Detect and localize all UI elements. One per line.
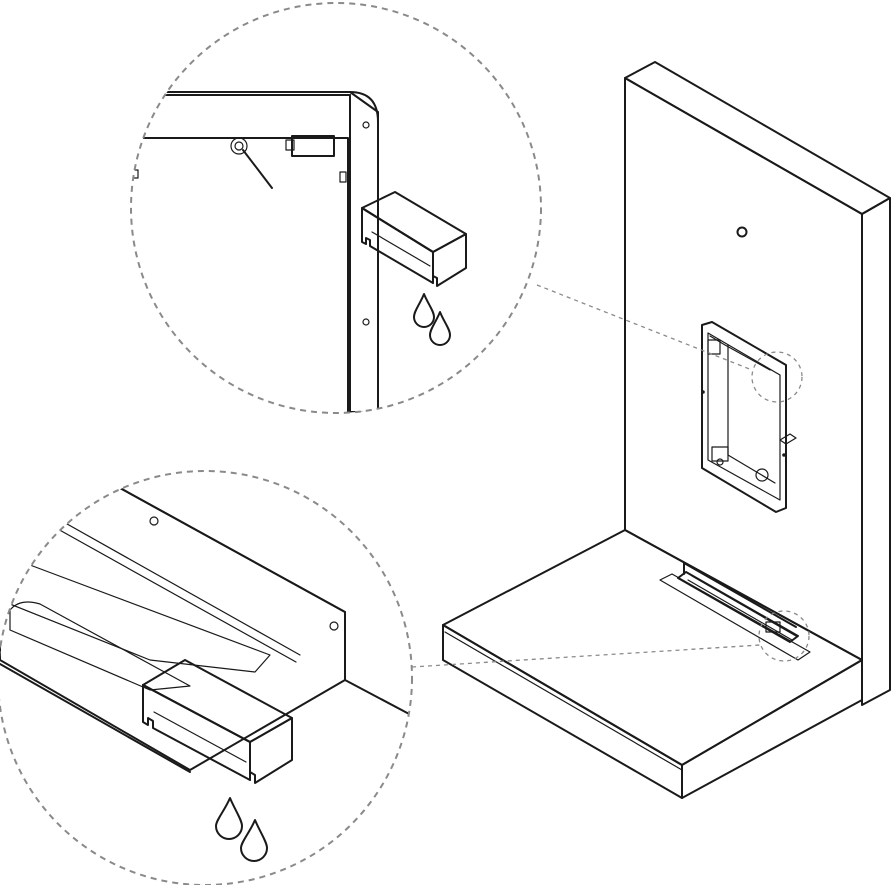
shower-assembly [442,61,891,799]
sponge-icon [361,191,467,287]
callout-lower [0,470,413,885]
leader-line-lower [411,644,761,668]
callout-border-lower [0,470,413,885]
water-drop-icon [429,311,451,346]
detail-marker-upper [751,351,803,403]
callout-border-upper [130,2,542,414]
callout-upper [130,2,542,414]
detail-marker-lower [758,610,810,662]
floor-drain [659,562,811,661]
water-drop-icon [215,797,243,840]
water-drop-icon [413,293,435,328]
floor-base [442,529,863,799]
wall-panel [624,61,891,706]
wall-box [701,321,797,513]
water-drop-icon [240,819,268,862]
sponge-icon [142,659,293,784]
leader-line-upper [536,284,753,371]
